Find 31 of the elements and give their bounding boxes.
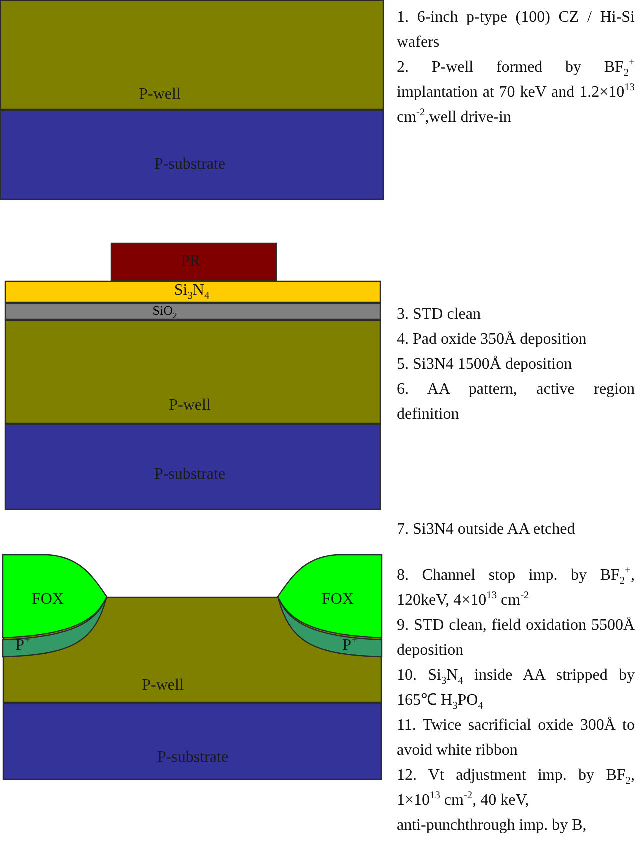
layer-label: P-substrate: [154, 466, 226, 484]
process-step-text: 10. Si$_{3}$N$_{4}$ inside AA stripped by 165℃ H$_{3}$PO$_{4}$: [397, 666, 635, 713]
process-step-text: 3. STD clean: [397, 305, 482, 325]
process-step-text: 11. Twice sacrificial oxide 300Å to avoid white ribbon: [397, 716, 635, 761]
p-well-layer: [0, 0, 384, 110]
layer-label: P$^{+}$: [16, 637, 30, 655]
process-step-text: 1. 6-inch p-type (100) CZ / Hi-Si wafers: [397, 8, 635, 53]
process-step-text: 5. Si3N4 1500Å deposition: [397, 354, 574, 375]
layer-label: FOX: [32, 591, 64, 609]
process-step-text: 6. AA pattern, active region definition: [397, 380, 635, 425]
layer-label: P-well: [142, 677, 184, 695]
layer-label: FOX: [322, 591, 354, 609]
p-substrate-layer: [3, 703, 382, 780]
oxide-layer: [5, 303, 381, 320]
process-step-text: anti-punchthrough imp. by B,: [397, 816, 588, 836]
layer-label: PR: [181, 253, 201, 271]
process-step-text: 7. Si3N4 outside AA etched: [397, 520, 576, 540]
process-step-text: 8. Channel stop imp. by BF$_{2}$$^{+}$, 120keV, 4×10$^{13}$ cm$^{-2}$: [397, 564, 635, 611]
layer-label: SiO$_{2}$: [152, 303, 178, 318]
layer-label: P-substrate: [157, 749, 229, 767]
layer-label: P-well: [139, 86, 181, 104]
layer-label: P$^{+}$: [342, 637, 358, 655]
p-substrate-layer: [0, 110, 384, 200]
p-substrate-layer: [5, 424, 381, 510]
process-step-text: 4. Pad oxide 350Å deposition: [397, 330, 588, 350]
photoresist-layer: [111, 243, 277, 281]
layer-label: P-well: [169, 397, 211, 415]
layer-label: Si$_{3}$N$_{4}$: [174, 282, 210, 300]
nitride-layer: [5, 281, 381, 303]
layer-label: P-substrate: [154, 156, 226, 174]
p-well-layer: [5, 320, 381, 424]
